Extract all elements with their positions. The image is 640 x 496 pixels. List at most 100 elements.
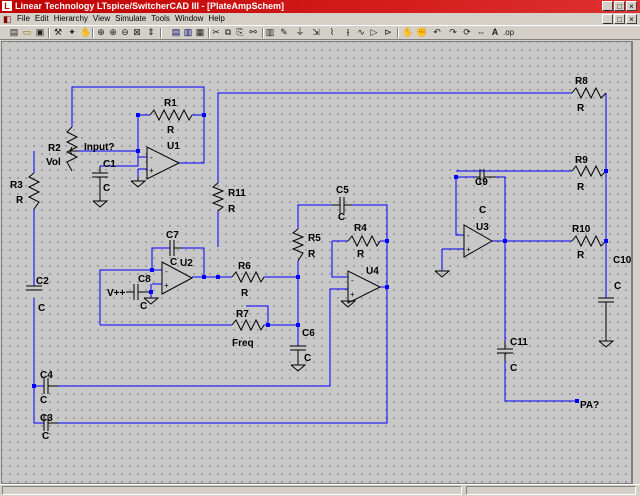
value-c8[interactable]: C <box>140 301 147 312</box>
menu-edit[interactable]: Edit <box>34 14 49 23</box>
value-c3[interactable]: C <box>42 431 49 442</box>
value-c2[interactable]: C <box>38 303 45 314</box>
print-icon[interactable]: ▥ <box>265 27 275 37</box>
value-c1[interactable]: C <box>103 183 110 194</box>
label-c1[interactable]: C1 <box>103 159 116 170</box>
menu-hierarchy[interactable]: Hierarchy <box>53 14 88 23</box>
value-r11[interactable]: R <box>228 204 236 215</box>
menu-file[interactable]: File <box>17 14 30 23</box>
label-r5[interactable]: R5 <box>308 233 321 244</box>
label-r4[interactable]: R4 <box>354 223 367 234</box>
inductor-icon[interactable]: ∿ <box>357 27 365 37</box>
label-r9[interactable]: R9 <box>575 155 588 166</box>
value-r6[interactable]: R <box>241 288 249 299</box>
label-u3[interactable]: U3 <box>476 222 489 233</box>
menu-window[interactable]: Window <box>174 14 204 23</box>
label-r10[interactable]: R10 <box>572 224 591 235</box>
net-label-vpp[interactable]: V++ <box>107 288 126 299</box>
child-close-button[interactable]: × <box>626 14 637 24</box>
text-icon[interactable]: A <box>491 27 499 37</box>
value-c4[interactable]: C <box>40 395 47 406</box>
menu-view[interactable]: View <box>92 14 111 23</box>
label-r3[interactable]: R3 <box>10 180 23 191</box>
net-label-input[interactable]: Input? <box>84 142 115 153</box>
new-schematic-icon[interactable]: ▤ <box>9 27 19 37</box>
label-r6[interactable]: R6 <box>238 261 251 272</box>
value-r3[interactable]: R <box>16 195 24 206</box>
label-c11[interactable]: C11 <box>510 337 528 348</box>
label-r8[interactable]: R8 <box>575 76 588 87</box>
label-c9[interactable]: C9 <box>475 177 488 188</box>
label-c6[interactable]: C6 <box>302 328 315 339</box>
net-label-pa[interactable]: PA? <box>580 400 599 411</box>
mirror-icon[interactable]: ⇔ <box>476 27 486 37</box>
cut-icon[interactable]: ✂ <box>212 27 220 37</box>
value-r9[interactable]: R <box>577 182 585 193</box>
child-window-icon[interactable]: ◧ <box>3 14 12 24</box>
value-r4[interactable]: R <box>357 249 365 260</box>
run-icon[interactable]: ✦ <box>68 27 76 37</box>
open-icon[interactable]: ▭ <box>22 27 32 37</box>
copy-icon[interactable]: ⧉ <box>224 27 232 37</box>
label-c10[interactable]: C10 <box>613 255 632 266</box>
zoom-out-icon[interactable]: ⊖ <box>121 27 129 37</box>
label-r7[interactable]: R7 <box>236 309 249 320</box>
value-r7[interactable]: Freq <box>232 338 254 349</box>
label-u2[interactable]: U2 <box>180 258 193 269</box>
value-c11[interactable]: C <box>510 363 517 374</box>
vertical-scrollbar[interactable] <box>632 41 640 484</box>
child-restore-button[interactable]: □ <box>614 14 625 24</box>
tile-vertical-icon[interactable]: ▥ <box>183 27 193 37</box>
ltspice-app-icon[interactable]: L <box>2 1 12 11</box>
paste-icon[interactable]: ⎘ <box>236 27 244 37</box>
move-icon[interactable]: ✋ <box>402 27 414 37</box>
drag-icon[interactable]: ✊ <box>416 27 428 37</box>
spice-directive-icon[interactable]: .op <box>503 28 515 37</box>
value-r10[interactable]: R <box>577 250 585 261</box>
label-r11[interactable]: R11 <box>228 188 246 199</box>
menu-simulate[interactable]: Simulate <box>115 14 147 23</box>
value-r1[interactable]: R <box>167 125 175 136</box>
value-c10[interactable]: C <box>614 281 621 292</box>
wire-icon[interactable]: ✎ <box>280 27 288 37</box>
label-r1[interactable]: R1 <box>164 98 177 109</box>
resistor-icon[interactable]: ⌇ <box>329 27 335 37</box>
label-c5[interactable]: C5 <box>336 185 349 196</box>
label-net-icon[interactable]: ⇲ <box>312 27 320 37</box>
diode-icon[interactable]: ▷ <box>370 27 378 37</box>
capacitor-icon[interactable]: ⫲ <box>346 27 350 37</box>
halt-icon[interactable]: ✋ <box>80 27 92 37</box>
close-button[interactable]: × <box>626 1 637 11</box>
label-c2[interactable]: C2 <box>36 276 49 287</box>
menu-tools[interactable]: Tools <box>151 14 170 23</box>
label-c3[interactable]: C3 <box>40 413 53 424</box>
rotate-icon[interactable]: ⟳ <box>463 27 471 37</box>
undo-icon[interactable]: ↶ <box>433 27 441 37</box>
tile-horizontal-icon[interactable]: ▤ <box>171 27 181 37</box>
child-minimize-button[interactable]: _ <box>602 14 613 24</box>
save-icon[interactable]: ▣ <box>35 27 45 37</box>
menu-help[interactable]: Help <box>208 14 225 23</box>
value-r5[interactable]: R <box>308 249 316 260</box>
control-panel-icon[interactable]: ⚒ <box>53 27 63 37</box>
value-c6[interactable]: C <box>304 353 311 364</box>
value-c7[interactable]: C <box>170 257 177 268</box>
value-r8[interactable]: R <box>577 103 585 114</box>
label-r2[interactable]: R2 <box>48 143 61 154</box>
minimize-button[interactable]: _ <box>602 1 613 11</box>
label-c8[interactable]: C8 <box>138 274 151 285</box>
ground-icon[interactable]: ⏚ <box>295 27 305 37</box>
schematic-canvas[interactable]: -+ -+ -+ -+ R1 R R2 Vol In <box>1 41 632 484</box>
label-u4[interactable]: U4 <box>366 266 379 277</box>
component-icon[interactable]: ⊳ <box>384 27 392 37</box>
value-r2[interactable]: Vol <box>46 157 61 168</box>
value-c5[interactable]: C <box>338 212 345 223</box>
zoom-fit-icon[interactable]: ⊠ <box>133 27 141 37</box>
value-c9[interactable]: C <box>479 205 486 216</box>
label-c7[interactable]: C7 <box>166 230 179 241</box>
title-bar[interactable]: L Linear Technology LTspice/SwitcherCAD … <box>0 0 640 13</box>
autorange-icon[interactable]: ⇕ <box>147 27 155 37</box>
label-c4[interactable]: C4 <box>40 370 53 381</box>
zoom-in-icon[interactable]: ⊕ <box>109 27 117 37</box>
redo-icon[interactable]: ↷ <box>449 27 457 37</box>
